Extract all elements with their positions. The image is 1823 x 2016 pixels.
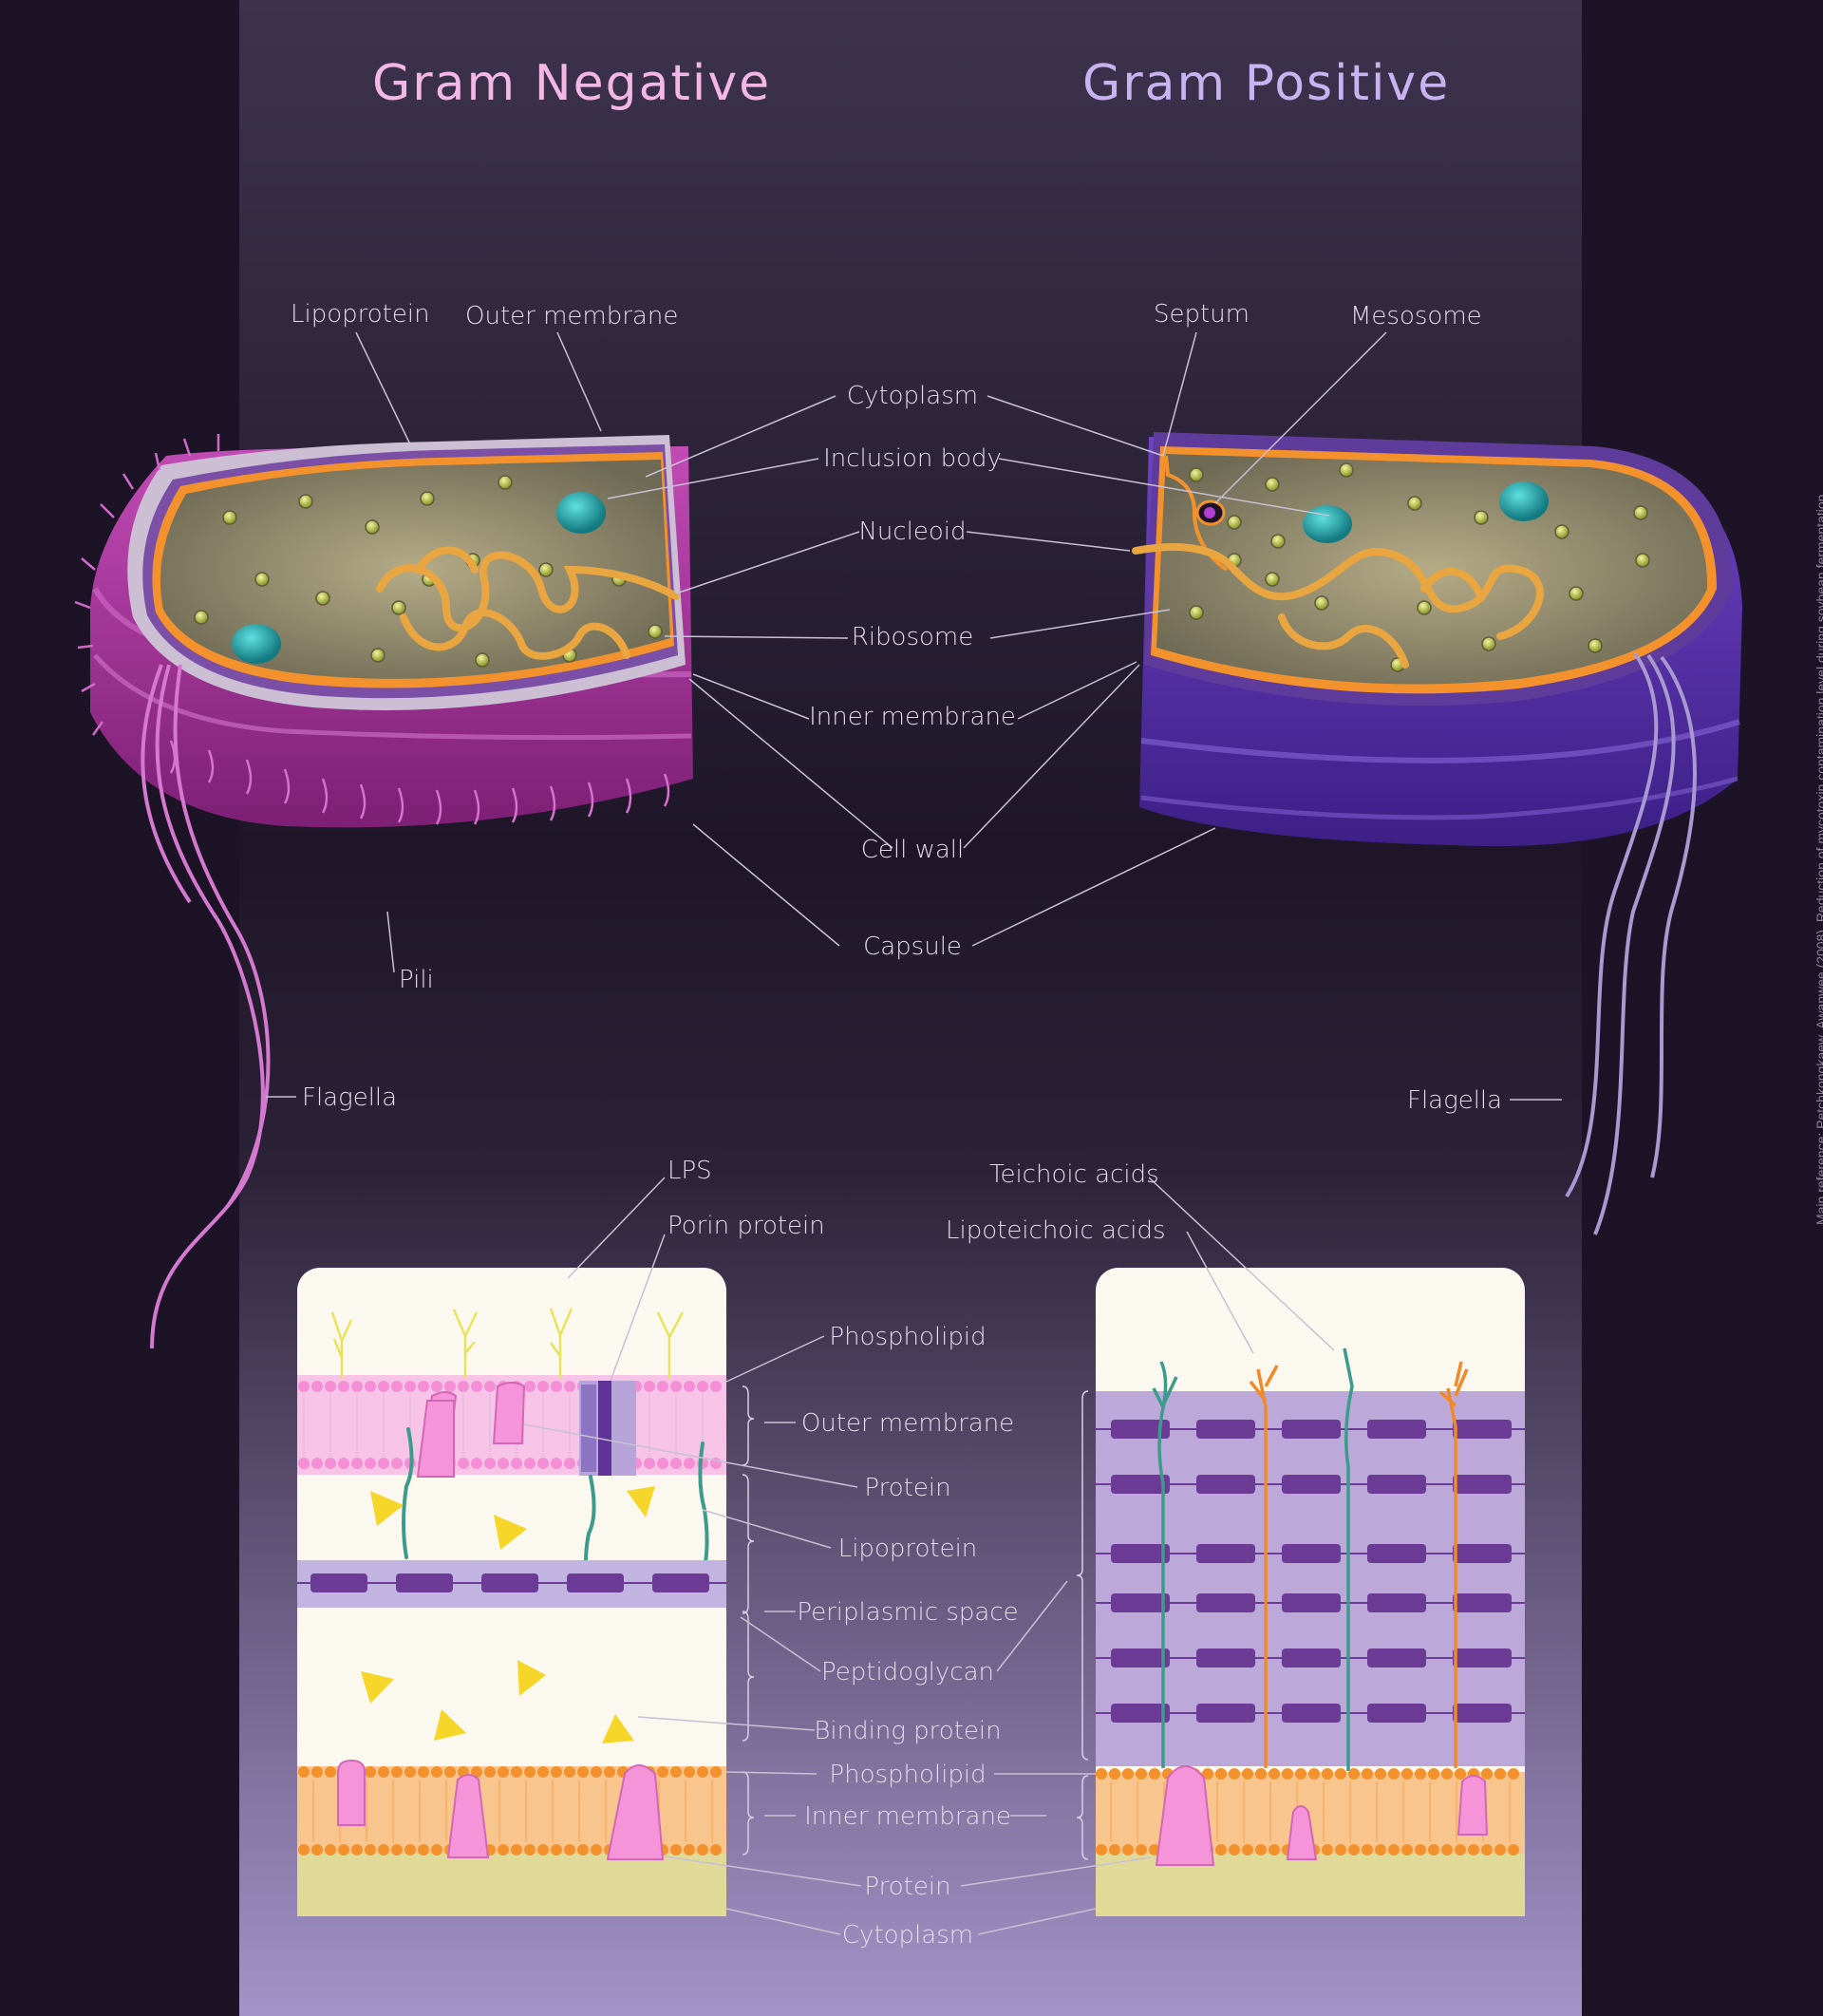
label-phospholipid-outer: Phospholipid — [829, 1323, 987, 1351]
label-teichoic-acids: Teichoic acids — [989, 1160, 1159, 1189]
label-cytoplasm-cell: Cytoplasm — [846, 382, 979, 410]
label-binding-protein: Binding protein — [814, 1717, 1002, 1745]
label-septum: Septum — [1154, 300, 1250, 329]
gram-negative-envelope-panel — [297, 1268, 755, 1916]
label-inner-membrane-cell: Inner membrane — [809, 703, 1016, 731]
label-lipoprotein-envelope: Lipoprotein — [837, 1535, 978, 1563]
label-ribosome: Ribosome — [851, 623, 974, 651]
label-outer-membrane-envelope: Outer membrane — [800, 1409, 1015, 1438]
label-protein-outer: Protein — [864, 1474, 951, 1502]
reference-credit: Main reference: Petchkongkaew, Awanwee (… — [1814, 494, 1823, 1225]
label-cytoplasm-envelope: Cytoplasm — [841, 1921, 974, 1950]
label-inclusion-body: Inclusion body — [823, 444, 1002, 473]
label-periplasmic-space: Periplasmic space — [797, 1598, 1019, 1627]
label-peptidoglycan: Peptidoglycan — [821, 1658, 994, 1686]
label-outer-membrane-cell: Outer membrane — [465, 302, 679, 330]
label-lipoteichoic-acids: Lipoteichoic acids — [946, 1216, 1166, 1245]
gram-negative-title: Gram Negative — [372, 55, 772, 112]
label-cell-wall: Cell wall — [860, 836, 965, 864]
label-porin-protein: Porin protein — [667, 1212, 825, 1240]
gram-positive-cell — [1132, 432, 1742, 1235]
label-protein-inner: Protein — [864, 1873, 951, 1901]
label-phospholipid-inner: Phospholipid — [829, 1761, 987, 1789]
label-flagella-negative: Flagella — [302, 1083, 398, 1112]
label-lipoprotein-cell: Lipoprotein — [291, 300, 430, 329]
gram-negative-cell — [74, 434, 693, 1349]
gram-positive-envelope-panel — [1076, 1268, 1525, 1916]
label-mesosome: Mesosome — [1350, 302, 1482, 330]
gram-positive-title: Gram Positive — [1082, 55, 1451, 112]
leader-lines — [266, 331, 1562, 1935]
label-pili: Pili — [399, 966, 434, 994]
label-flagella-positive: Flagella — [1407, 1086, 1503, 1115]
label-lps: LPS — [667, 1157, 712, 1185]
label-inner-membrane-envelope: Inner membrane — [804, 1802, 1011, 1831]
label-nucleoid: Nucleoid — [858, 518, 967, 546]
label-capsule: Capsule — [863, 933, 962, 961]
